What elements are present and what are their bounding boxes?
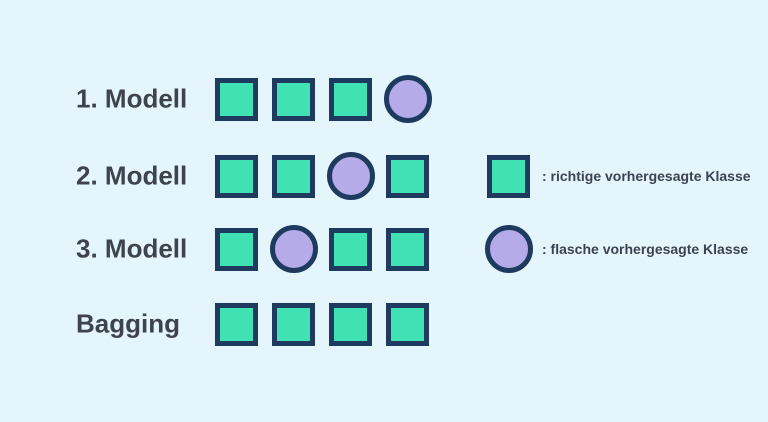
row-label: 2. Modell (76, 160, 188, 191)
legend-swatch-cell (480, 224, 537, 274)
correct-prediction-square (329, 302, 372, 346)
correct-prediction-square (272, 302, 315, 346)
wrong-prediction-circle (326, 152, 375, 200)
shape-cell (379, 224, 436, 274)
row-label: 3. Modell (76, 233, 188, 264)
correct-prediction-square (386, 154, 429, 198)
correct-prediction-square (215, 227, 258, 271)
legend-circle-icon (484, 225, 533, 273)
shape-cell (265, 299, 322, 349)
shape-cell (208, 224, 265, 274)
correct-prediction-square (272, 154, 315, 198)
correct-prediction-square (329, 77, 372, 121)
model-row-2: 2. Modell (0, 151, 768, 201)
prediction-shapes (208, 74, 436, 124)
shape-cell (379, 74, 436, 124)
shape-cell (322, 74, 379, 124)
row-label: 1. Modell (76, 83, 188, 114)
correct-prediction-square (215, 302, 258, 346)
legend-label: : richtige vorhergesagte Klasse (542, 168, 751, 184)
legend-item-correct: : richtige vorhergesagte Klasse (480, 151, 751, 201)
bagging-row: Bagging (0, 299, 768, 349)
shape-cell (208, 74, 265, 124)
correct-prediction-square (272, 77, 315, 121)
correct-prediction-square (215, 154, 258, 198)
shape-cell (265, 224, 322, 274)
model-row-3: 3. Modell (0, 224, 768, 274)
shape-cell (322, 224, 379, 274)
correct-prediction-square (329, 227, 372, 271)
legend-label: : flasche vorhergesagte Klasse (542, 241, 749, 257)
legend-swatch-cell (480, 151, 537, 201)
correct-prediction-square (215, 77, 258, 121)
shape-cell (322, 151, 379, 201)
correct-prediction-square (386, 302, 429, 346)
row-label: Bagging (76, 308, 180, 339)
shape-cell (379, 299, 436, 349)
wrong-prediction-circle (383, 75, 432, 123)
shape-cell (379, 151, 436, 201)
prediction-shapes (208, 151, 436, 201)
shape-cell (208, 299, 265, 349)
shape-cell (265, 74, 322, 124)
prediction-shapes (208, 299, 436, 349)
prediction-shapes (208, 224, 436, 274)
shape-cell (265, 151, 322, 201)
legend-square-icon (487, 154, 530, 198)
wrong-prediction-circle (269, 225, 318, 273)
shape-cell (208, 151, 265, 201)
correct-prediction-square (386, 227, 429, 271)
legend-item-wrong: : flasche vorhergesagte Klasse (480, 224, 748, 274)
shape-cell (322, 299, 379, 349)
model-row-1: 1. Modell (0, 74, 768, 124)
